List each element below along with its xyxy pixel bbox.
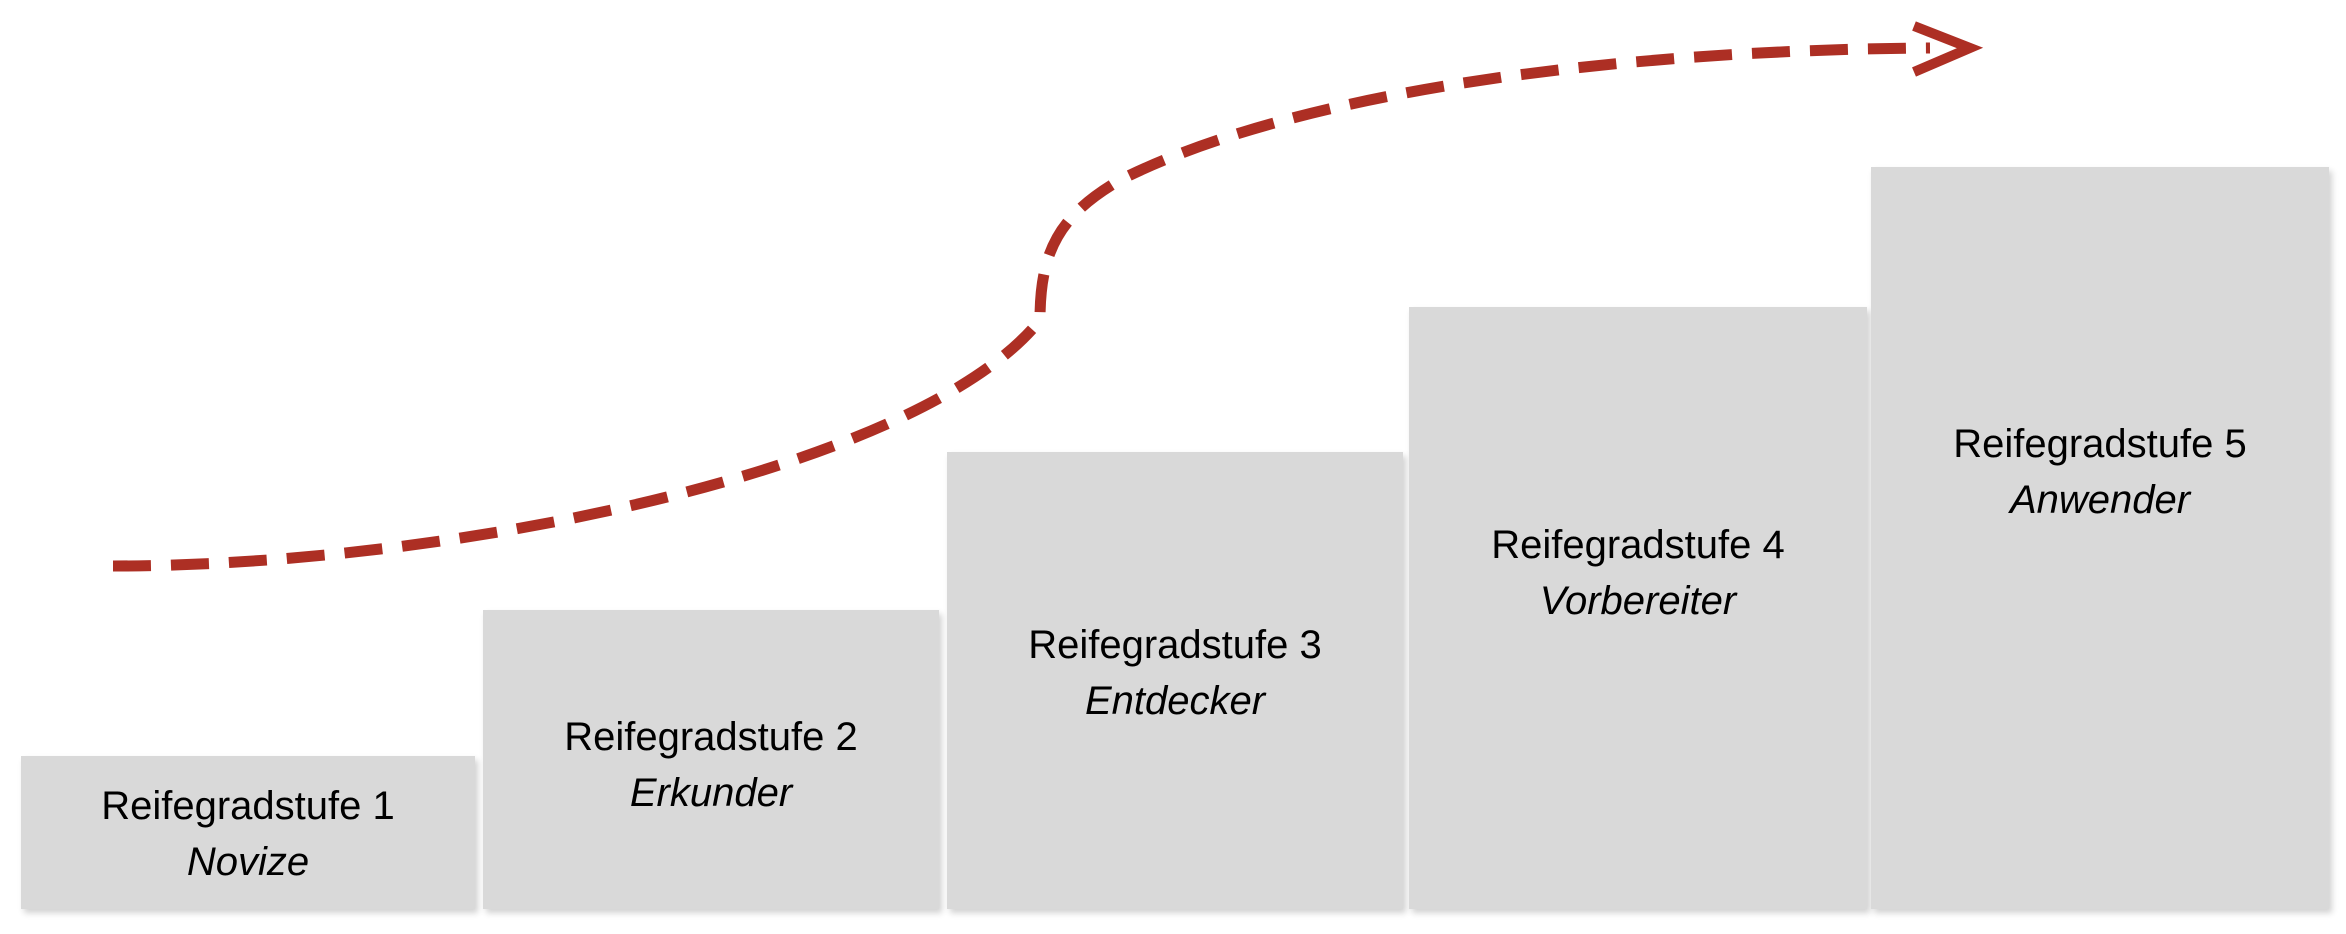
maturity-level-3: Reifegradstufe 3 Entdecker	[947, 452, 1403, 909]
maturity-level-label: Reifegradstufe 2	[564, 715, 858, 759]
maturity-level-label: Reifegradstufe 1	[101, 784, 395, 828]
growth-arrow-head	[1912, 21, 1984, 77]
maturity-level-name: Anwender	[2009, 478, 2191, 522]
maturity-level-1: Reifegradstufe 1 Novize	[21, 756, 475, 909]
maturity-level-4: Reifegradstufe 4 Vorbereiter	[1409, 307, 1867, 909]
maturity-level-2: Reifegradstufe 2 Erkunder	[483, 610, 939, 909]
maturity-level-label: Reifegradstufe 5	[1953, 422, 2247, 466]
maturity-level-label: Reifegradstufe 4	[1491, 523, 1785, 567]
maturity-level-name: Entdecker	[1084, 679, 1266, 723]
maturity-level-name: Erkunder	[629, 771, 793, 815]
maturity-level-name: Novize	[186, 840, 310, 884]
maturity-level-5: Reifegradstufe 5 Anwender	[1871, 167, 2329, 909]
maturity-level-label: Reifegradstufe 3	[1028, 623, 1322, 667]
maturity-level-name: Vorbereiter	[1539, 579, 1737, 623]
